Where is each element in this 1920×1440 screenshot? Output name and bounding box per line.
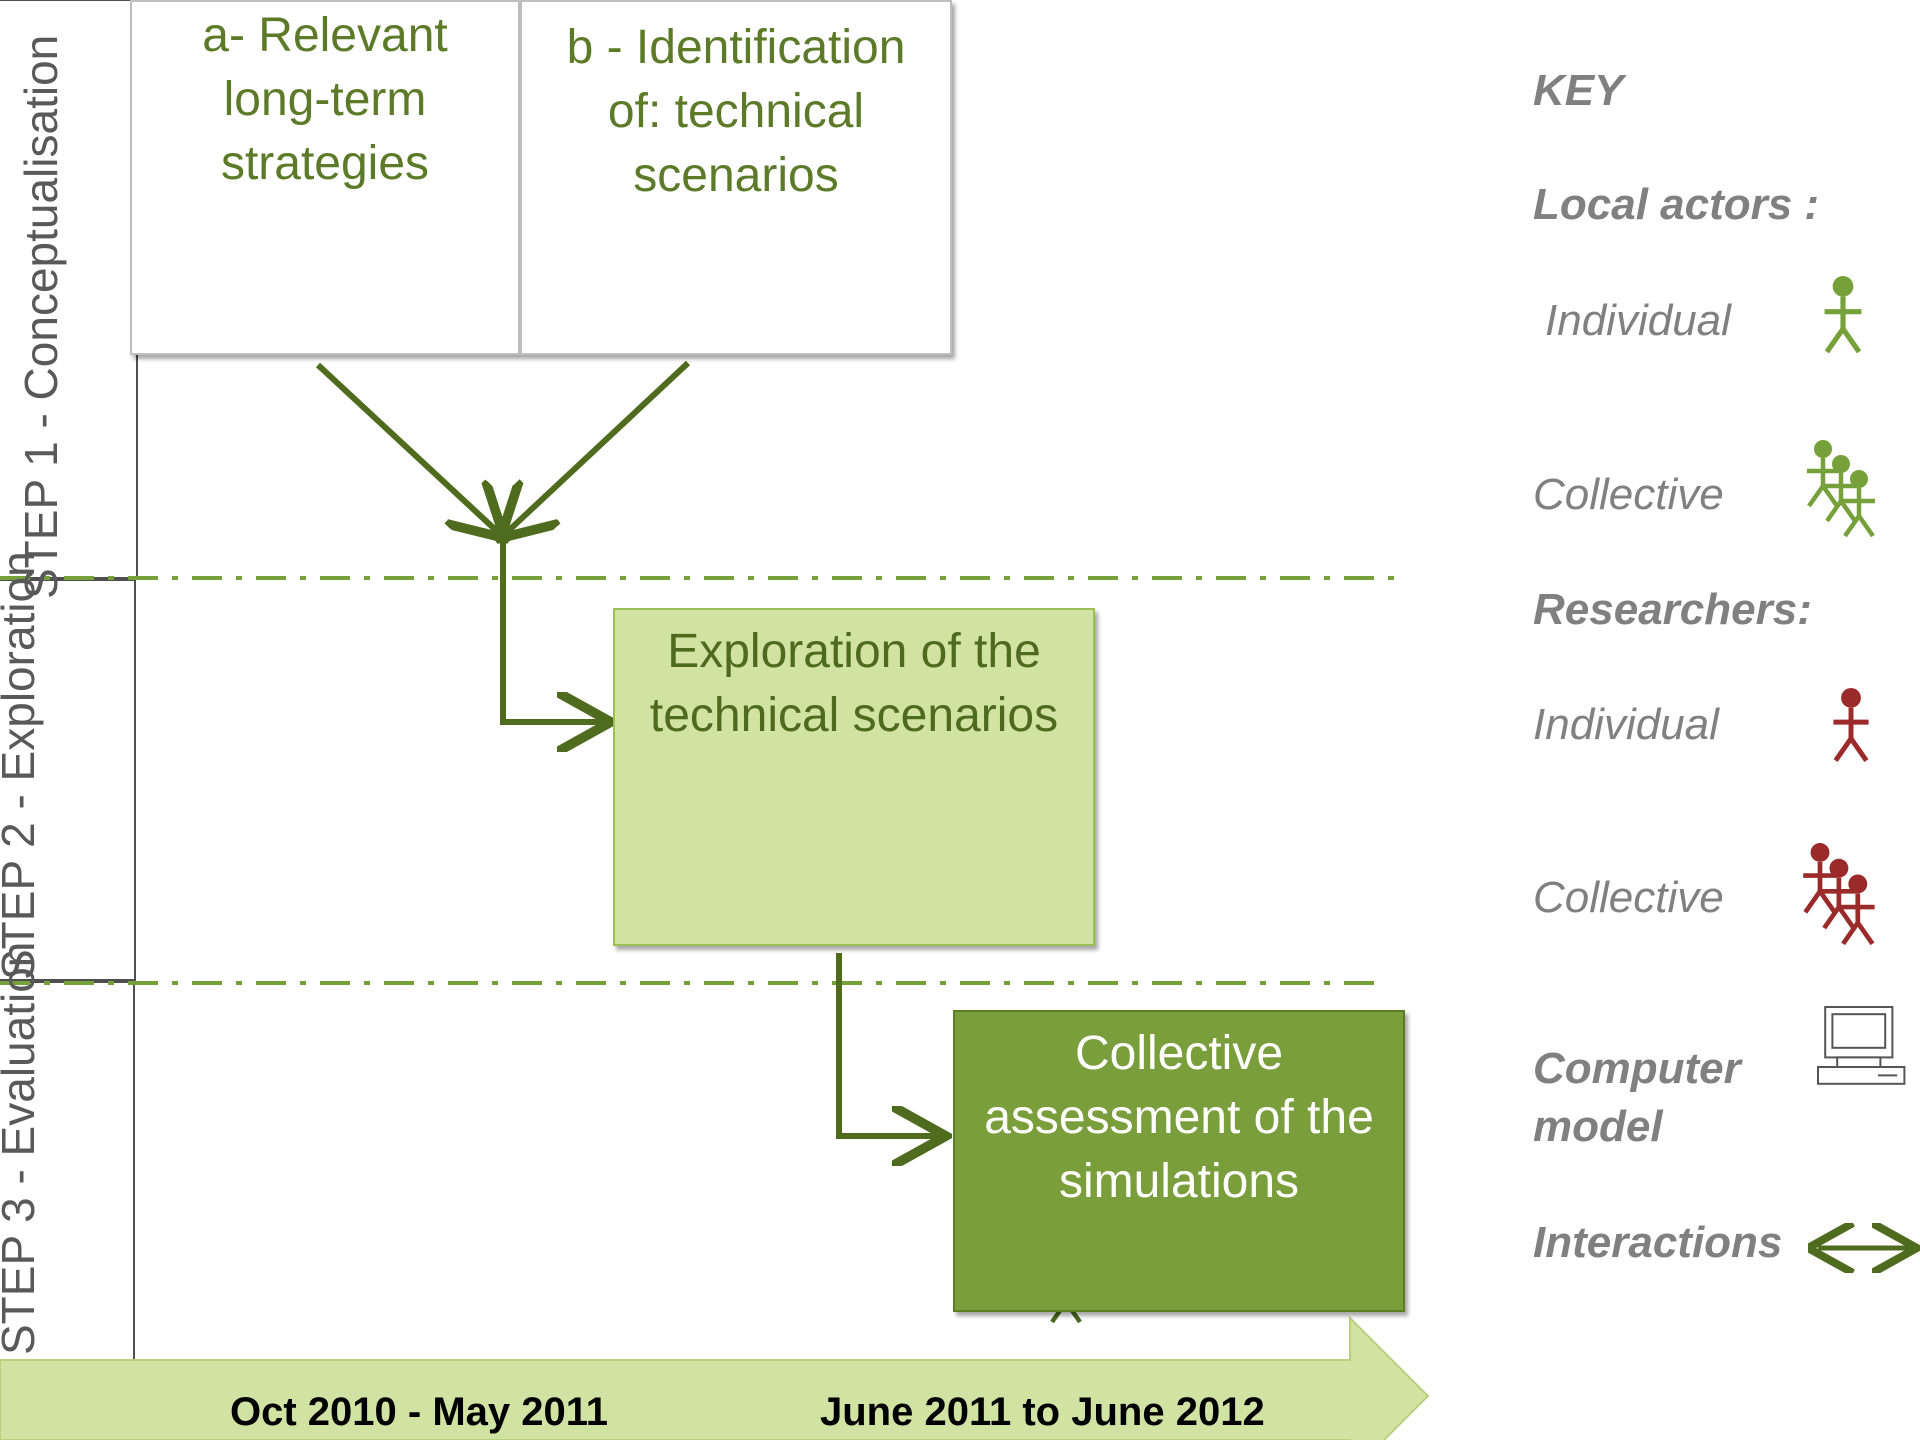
step-1-frame (0, 0, 138, 579)
timeline-label-right: June 2011 to June 2012 (820, 1390, 1265, 1434)
flow-arrow-to-exploration (500, 540, 605, 722)
key-interactions: Interactions (1533, 1218, 1783, 1267)
key-local-individual-icon (1824, 276, 1862, 354)
step-3-label: STEP 3 - Evaluation (0, 941, 44, 1355)
box-a-strategies: a- Relevant long-term strategies (130, 0, 520, 355)
box-assessment: Collective assessment of the simulations (953, 1010, 1405, 1312)
box-a-text: a- Relevant long-term strategies (202, 9, 448, 190)
box-exploration: Exploration of the technical scenarios (613, 608, 1095, 946)
person-icon (1825, 455, 1857, 523)
flow-arrow-b (505, 360, 691, 534)
key-researcher-collective: Collective (1533, 873, 1724, 922)
step-1-label: STEP 1 - Conceptualisation (15, 34, 67, 599)
key-researcher-individual-icon (1833, 688, 1869, 763)
person-icon (1843, 470, 1875, 538)
person-icon (1803, 843, 1837, 914)
box-assessment-text: Collective assessment of the simulations (984, 1027, 1374, 1208)
key-researchers: Researchers: (1533, 585, 1812, 634)
person-icon (1807, 440, 1839, 508)
timeline-label-left: Oct 2010 - May 2011 (230, 1390, 609, 1434)
key-local-actors: Local actors : (1533, 180, 1820, 229)
flow-arrow-to-assessment (836, 953, 940, 1136)
box-b-text: b - Identification of: technical scenari… (566, 21, 906, 202)
box-b-identification: b - Identification of: technical scenari… (520, 0, 952, 355)
key-title: KEY (1533, 66, 1624, 115)
key-local-individual: Individual (1545, 296, 1731, 345)
step-2-frame (0, 579, 136, 981)
key-local-collective-icon (1807, 440, 1875, 538)
box-exploration-text: Exploration of the technical scenarios (649, 625, 1059, 742)
key-researcher-collective-icon (1803, 843, 1875, 946)
key-computer-model: Computer model (1533, 1044, 1741, 1151)
timeline-arrow (0, 1315, 1430, 1440)
flow-arrow-a (315, 362, 500, 534)
person-icon (1822, 858, 1856, 930)
step-2-label: STEP 2 - Exploration (0, 551, 44, 980)
key-computer-icon (1817, 1006, 1906, 1085)
key-researcher-individual: Individual (1533, 700, 1719, 749)
key-local-collective: Collective (1533, 470, 1724, 519)
person-icon (1841, 874, 1875, 946)
